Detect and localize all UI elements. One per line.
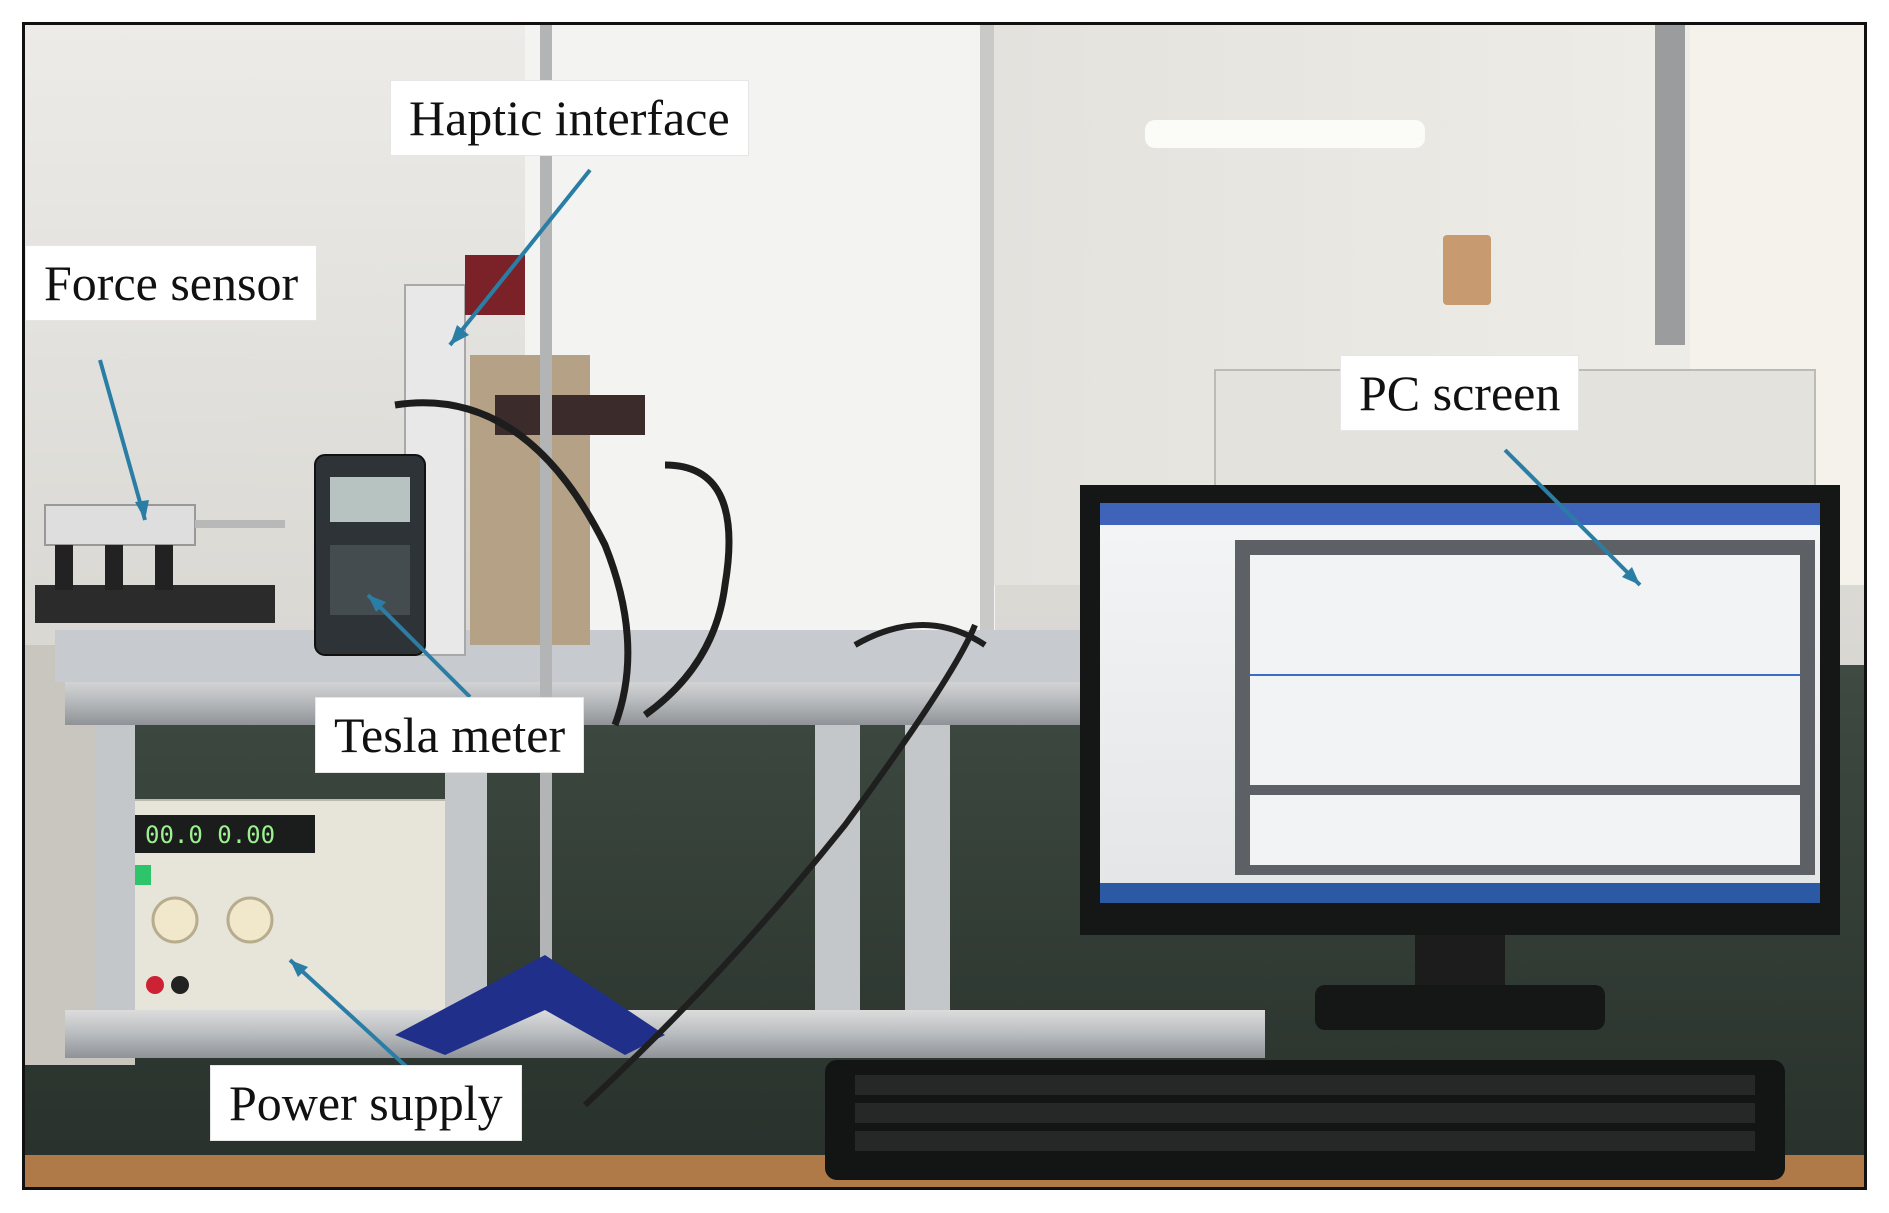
arrowhead-haptic	[450, 325, 469, 345]
arrow-tesla	[366, 593, 472, 699]
whiteboard-frame	[980, 25, 994, 655]
svg-text:00.0 0.00: 00.0 0.00	[145, 821, 275, 849]
platform-plate	[55, 630, 1145, 682]
post-1	[95, 725, 135, 1010]
arrow-force	[98, 359, 147, 521]
arrow-pc	[1503, 448, 1642, 587]
doorframe	[1655, 25, 1685, 345]
label-tesla-meter: Tesla meter	[315, 697, 585, 773]
force-sensor-device	[35, 504, 285, 623]
power-supply-unit: 00.0 0.00	[119, 799, 451, 1041]
arrow-power	[288, 958, 412, 1072]
ceiling-light	[1145, 120, 1425, 148]
lab-setup-photo: 00.0 0.00	[25, 25, 1864, 1187]
tesla-meter-device	[314, 454, 426, 656]
arrowhead-pc	[1622, 567, 1640, 585]
label-power-supply: Power supply	[210, 1065, 522, 1141]
photo-frame: 00.0 0.00	[22, 22, 1867, 1190]
label-haptic-interface: Haptic interface	[390, 80, 749, 156]
post-3	[815, 725, 860, 1010]
cable-2	[853, 622, 987, 648]
bottom-rail	[65, 1010, 1265, 1058]
keyboard	[825, 1060, 1785, 1180]
arrowhead-power	[290, 960, 308, 977]
arrowhead-force	[135, 500, 149, 520]
arrow-haptic	[448, 168, 592, 347]
post-4	[905, 725, 950, 1010]
wall-switch	[1443, 235, 1491, 305]
annotation-arrows	[98, 168, 1642, 1072]
label-force-sensor: Force sensor	[25, 245, 318, 321]
cable-1	[582, 623, 978, 1108]
tripod-base	[395, 955, 665, 1055]
arrowhead-tesla	[368, 595, 386, 612]
pc-monitor	[1080, 485, 1840, 1030]
label-pc-screen: PC screen	[1340, 355, 1580, 431]
